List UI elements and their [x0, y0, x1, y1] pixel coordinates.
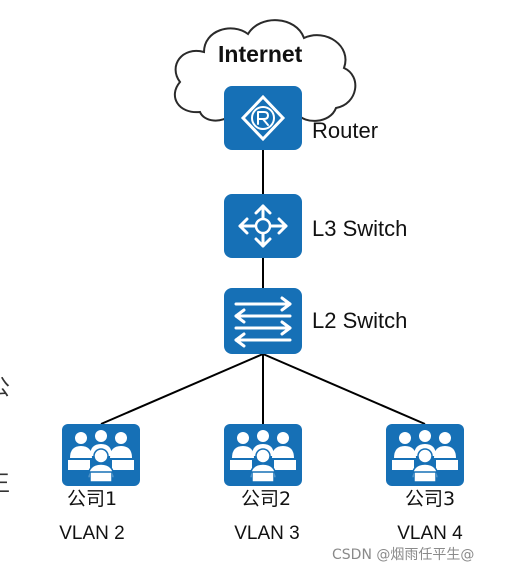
l3-switch-icon: [224, 194, 302, 258]
link-l2-group3: [262, 353, 426, 425]
vlan-label-1: VLAN 2: [59, 523, 125, 544]
router-icon: [224, 86, 302, 150]
connection-lines: [100, 150, 426, 425]
vlan-label-3: VLAN 4: [397, 523, 463, 544]
internet-label: Internet: [218, 41, 303, 67]
internet-cloud-icon: [173, 19, 357, 122]
l2-switch-icon: [224, 288, 302, 354]
user-group-icon-1: [61, 423, 141, 487]
l2-switch-label: L2 Switch: [312, 308, 408, 333]
link-l2-group1: [100, 353, 264, 425]
company-label-2: 公司2: [240, 488, 292, 510]
l3-switch-label: L3 Switch: [312, 216, 408, 241]
vlan-label-2: VLAN 3: [234, 523, 300, 544]
company-label-1: 公司1: [66, 488, 118, 510]
router-label: Router: [312, 118, 379, 143]
watermark: CSDN @烟雨任平生@: [332, 547, 475, 563]
cropped-glyph-2: 王: [0, 474, 10, 496]
cropped-glyph-1: 公: [0, 378, 10, 400]
user-group-icon-2: [223, 423, 303, 487]
company-label-3: 公司3: [404, 488, 456, 510]
user-group-icon-3: [385, 423, 465, 487]
